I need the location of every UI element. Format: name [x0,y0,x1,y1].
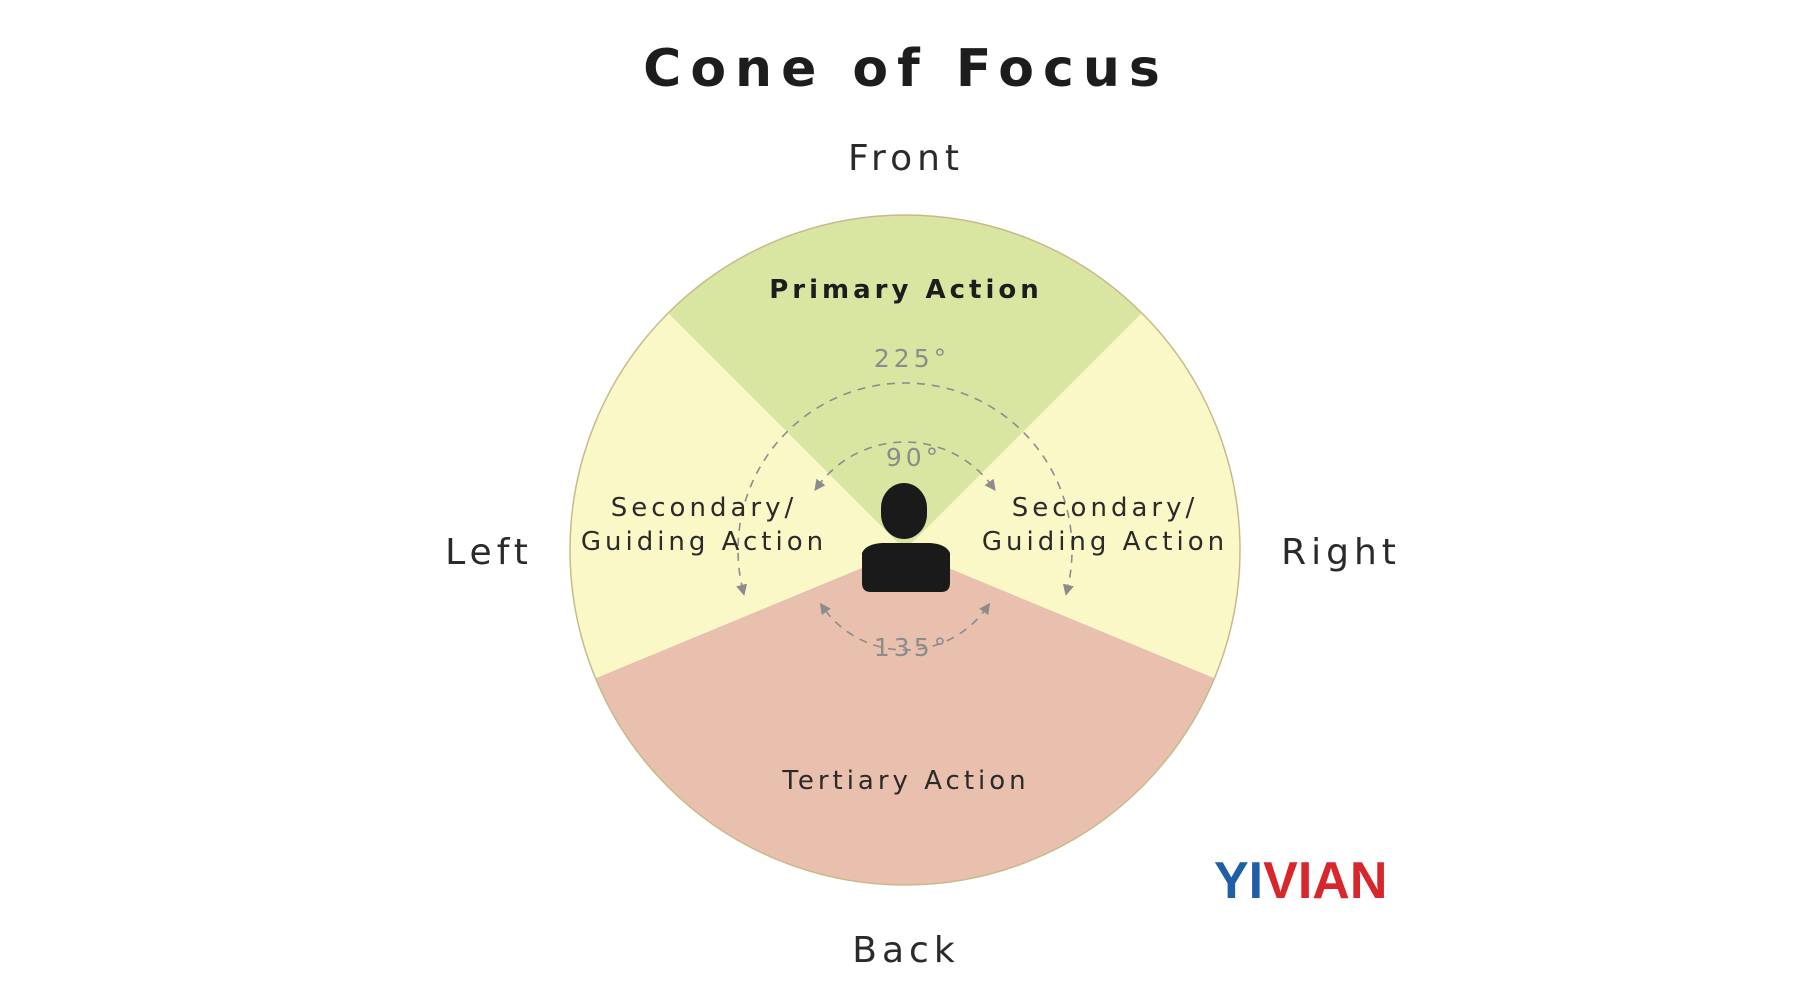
angle-135-label: 135° [874,633,950,662]
secondary-left-label-line2: Guiding Action [581,527,827,557]
person-head [881,483,927,539]
angle-arc-135 [819,602,991,651]
diagram-title: Cone of Focus [643,39,1169,99]
direction-back-label: Back [852,930,959,971]
direction-front-label: Front [848,138,964,179]
person-silhouette-icon [862,483,950,592]
brand-logo: YIVIAN [1214,852,1387,910]
direction-right-label: Right [1281,532,1401,573]
logo-text-part2: VIAN [1263,852,1387,910]
angle-90-label: 90° [886,443,942,472]
svg-text:YIVIAN: YIVIAN [1214,852,1387,910]
focus-circle-outline [569,214,1241,886]
angle-arc-225 [736,382,1074,596]
logo-text-part1: YI [1214,852,1263,910]
secondary-right-label-line1: Secondary/ [1012,493,1198,523]
secondary-right-label-line2: Guiding Action [982,527,1228,557]
direction-left-label: Left [445,532,533,573]
secondary-left-zone [570,313,905,679]
tertiary-action-zone [595,550,1215,886]
secondary-right-zone [905,313,1241,679]
focus-zones [569,214,1241,886]
person-shoulders [862,543,950,592]
primary-action-label: Primary Action [769,275,1043,305]
tertiary-action-label: Tertiary Action [781,766,1029,796]
angle-225-label: 225° [874,344,950,373]
angle-arcs [736,382,1074,651]
secondary-left-label-line1: Secondary/ [611,493,797,523]
